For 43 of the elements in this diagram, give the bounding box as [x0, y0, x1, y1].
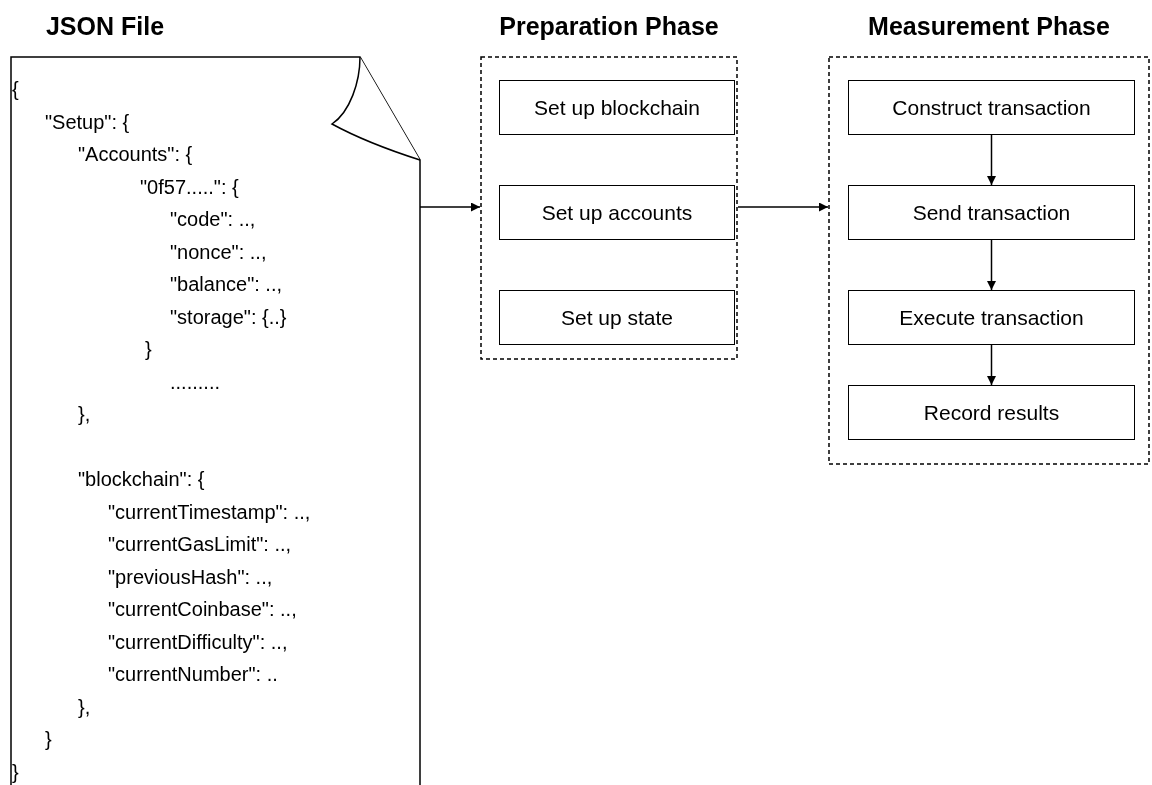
- code-line: "blockchain": {: [78, 467, 205, 491]
- section-heading: Measurement Phase: [867, 12, 1111, 41]
- process-box: [848, 80, 1135, 135]
- code-line: "currentCoinbase": ..,: [108, 597, 297, 621]
- process-box: [848, 290, 1135, 345]
- code-line: "storage": {..}: [170, 304, 287, 329]
- code-line: "currentTimestamp": ..,: [108, 499, 311, 524]
- arrow: [737, 202, 829, 212]
- process-box: [499, 290, 735, 345]
- code-line: "balance": ..,: [170, 272, 283, 296]
- arrow: [987, 344, 996, 386]
- code-line: "Accounts": {: [78, 142, 193, 166]
- arrow: [987, 239, 996, 291]
- step-label: Set up state: [560, 305, 674, 330]
- process-box: [848, 185, 1135, 240]
- step-label: Construct transaction: [892, 95, 1091, 120]
- code-line: "currentGasLimit": ..,: [108, 532, 292, 556]
- code-line: "code": ..,: [170, 207, 256, 231]
- process-box: [848, 385, 1135, 440]
- code-line: "currentDifficulty": ..,: [108, 629, 288, 654]
- code-line: .........: [170, 369, 220, 394]
- code-line: }: [45, 727, 52, 751]
- code-line: "Setup": {: [45, 109, 130, 134]
- code-line: {: [12, 77, 19, 101]
- code-line: },: [78, 402, 91, 426]
- code-line: }: [145, 337, 152, 361]
- code-line: "0f57.....": {: [140, 174, 239, 199]
- step-label: Set up accounts: [541, 200, 693, 225]
- code-line: "nonce": ..,: [170, 239, 267, 264]
- code-line: },: [78, 694, 91, 719]
- step-label: Send transaction: [912, 200, 1071, 225]
- step-label: Record results: [923, 400, 1060, 425]
- code-line: }: [12, 759, 19, 784]
- code-line: "currentNumber": ..: [108, 662, 278, 686]
- process-box: [499, 185, 735, 240]
- arrow: [419, 202, 481, 212]
- code-line: "previousHash": ..,: [108, 564, 273, 589]
- process-box: [499, 80, 735, 135]
- section-heading: Preparation Phase: [498, 12, 720, 41]
- arrow: [987, 134, 996, 186]
- step-label: Set up blockchain: [534, 95, 700, 120]
- step-label: Execute transaction: [899, 305, 1084, 330]
- document-title: JSON File: [44, 12, 166, 41]
